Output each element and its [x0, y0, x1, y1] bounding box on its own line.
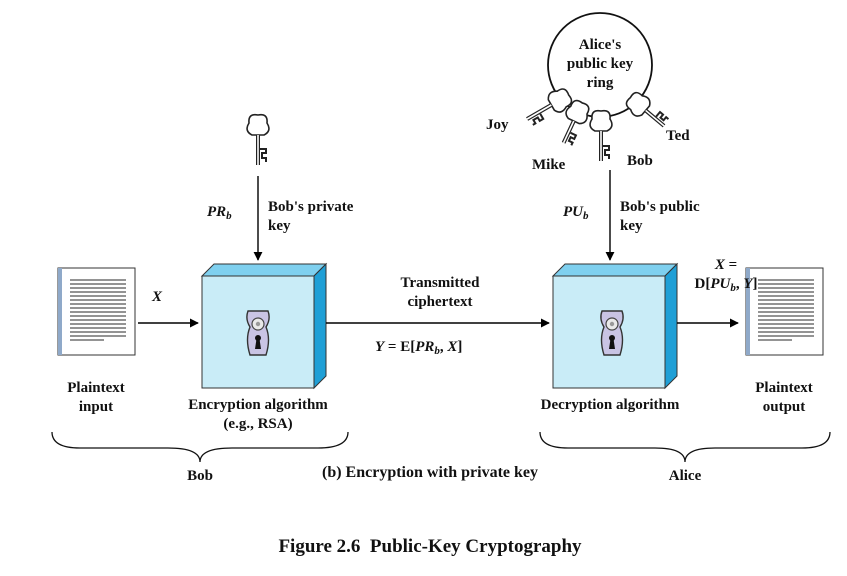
key-ring-label-line: ring — [586, 75, 614, 91]
ring-key-label-joy: Joy — [486, 117, 509, 133]
key-icon — [246, 113, 270, 165]
label-line: ciphertext — [407, 294, 473, 310]
label-line: key — [620, 218, 643, 234]
key-icon — [526, 88, 573, 126]
figure-caption: Figure 2.6 Public-Key Cryptography — [278, 536, 582, 557]
key-ring-label-line: Alice's — [578, 37, 622, 53]
label-line: Bob's public — [620, 199, 700, 215]
transmitted-ciphertext-label: Transmitted ciphertext — [380, 274, 500, 312]
label-line: Transmitted — [400, 275, 480, 291]
label-line: Plaintext — [755, 380, 813, 396]
label-line: X = — [714, 257, 738, 273]
label-line: output — [762, 399, 806, 415]
key-icon — [625, 91, 670, 128]
bob-brace — [51, 431, 349, 463]
label-line: Bob's private — [268, 199, 354, 215]
plaintext-output-document — [745, 267, 824, 356]
decryption-algorithm-label: Decryption algorithm — [540, 397, 680, 413]
key-icon — [561, 99, 590, 146]
decryption-algorithm-box — [551, 262, 679, 390]
group-label-alice: Alice — [668, 468, 702, 484]
ring-key-label-ted: Ted — [666, 128, 690, 144]
encryption-algorithm-label: Encryption algorithm (e.g., RSA) — [168, 396, 348, 434]
alice-brace — [539, 431, 831, 463]
plaintext-output-label: Plaintext output — [734, 379, 834, 417]
encryption-algorithm-box — [200, 262, 328, 390]
document-lines — [758, 279, 814, 341]
lock-icon — [600, 310, 624, 356]
key-ring-label: Alice's public key ring — [560, 36, 640, 93]
label-line: D[PUb, Y] — [694, 276, 758, 294]
input-variable: X — [152, 289, 163, 305]
group-label-bob: Bob — [187, 468, 213, 484]
label-line: input — [78, 399, 114, 415]
plaintext-input-document — [57, 267, 136, 356]
private-key-symbol: PRb — [207, 204, 232, 222]
subcaption: (b) Encryption with private key — [322, 464, 538, 481]
label-line: key — [268, 218, 291, 234]
label-line: Plaintext — [67, 380, 125, 396]
ciphertext-expression: Y = E[PRb, X] — [375, 339, 463, 357]
bobs-public-key-label: Bob's public key — [620, 198, 700, 236]
lock-icon — [246, 310, 270, 356]
ring-key-label-mike: Mike — [532, 157, 566, 173]
label-line: (e.g., RSA) — [223, 416, 293, 432]
output-expression: X = D[PUb, Y] — [678, 256, 774, 294]
public-key-symbol: PUb — [563, 204, 589, 222]
bobs-private-key-label: Bob's private key — [268, 198, 353, 236]
key-icon — [589, 109, 613, 161]
plaintext-input-label: Plaintext input — [46, 379, 146, 417]
ring-key-label-bob: Bob — [627, 153, 653, 169]
key-ring-label-line: public key — [566, 56, 634, 72]
label-line: Encryption algorithm — [188, 397, 328, 413]
document-lines — [70, 279, 126, 341]
